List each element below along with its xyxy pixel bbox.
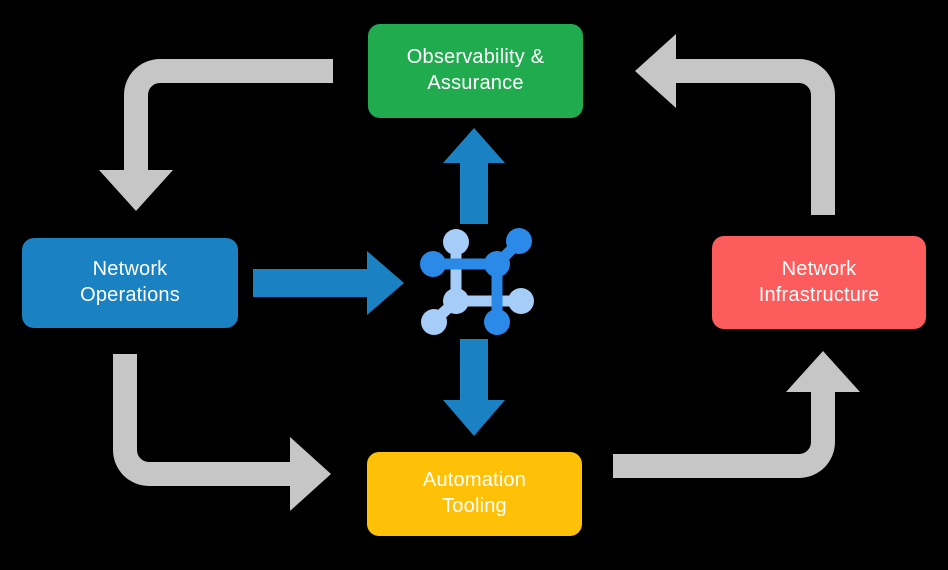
network-node-top-right xyxy=(484,251,510,277)
accent-arrow-netops-to-center xyxy=(253,251,404,315)
node-label-automation-tooling: Automation Tooling xyxy=(422,469,527,517)
network-icon-nodes xyxy=(420,228,534,335)
flow-arrow-automation-to-netinfra xyxy=(613,351,860,478)
node-box-observability-assurance[interactable]: Observability & Assurance xyxy=(368,24,583,118)
network-node-left xyxy=(420,251,446,277)
network-node-lower-left-spoke xyxy=(421,309,447,335)
flow-arrow-observability-to-netops xyxy=(99,59,333,211)
flow-arrow-netinfra-to-observability xyxy=(635,34,835,215)
node-box-network-operations[interactable]: Network Operations xyxy=(22,238,238,328)
network-node-bottom-right xyxy=(484,309,510,335)
network-node-bottom-left xyxy=(443,288,469,314)
node-box-automation-tooling[interactable]: Automation Tooling xyxy=(367,452,582,536)
node-label-network-infrastructure: Network Infrastructure xyxy=(758,257,880,306)
flow-arrow-netops-to-automation xyxy=(113,354,331,511)
node-label-network-operations: Network Operations xyxy=(80,258,180,306)
network-node-top-left-spoke xyxy=(443,229,469,255)
accent-arrow-center-to-automation xyxy=(443,339,505,436)
accent-arrow-center-to-observability xyxy=(443,128,505,224)
network-node-right-spoke xyxy=(508,288,534,314)
network-node-upper-right-spoke xyxy=(506,228,532,254)
node-box-network-infrastructure[interactable]: Network Infrastructure xyxy=(712,236,926,329)
node-label-observability-assurance: Observability & Assurance xyxy=(406,46,545,94)
